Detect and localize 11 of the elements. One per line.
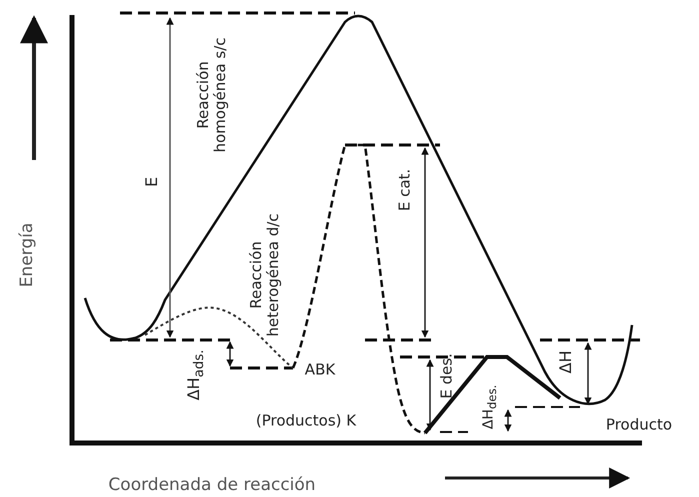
axis-title: Energía bbox=[18, 222, 38, 288]
curve-label: Reacción heterogénea d/c bbox=[248, 212, 282, 339]
energy-label: E des. bbox=[438, 353, 456, 399]
energy-label: ΔH bbox=[556, 350, 576, 374]
energy-label: E bbox=[142, 176, 162, 188]
axis-title: Coordenada de reacción bbox=[108, 476, 316, 496]
state-label: Producto bbox=[606, 416, 672, 434]
curve-label: Reacción homogénea s/c bbox=[194, 36, 230, 155]
state-label: (Productos) K bbox=[256, 412, 356, 430]
energy-label: E cat. bbox=[396, 168, 414, 212]
state-label: ABK bbox=[304, 361, 336, 379]
